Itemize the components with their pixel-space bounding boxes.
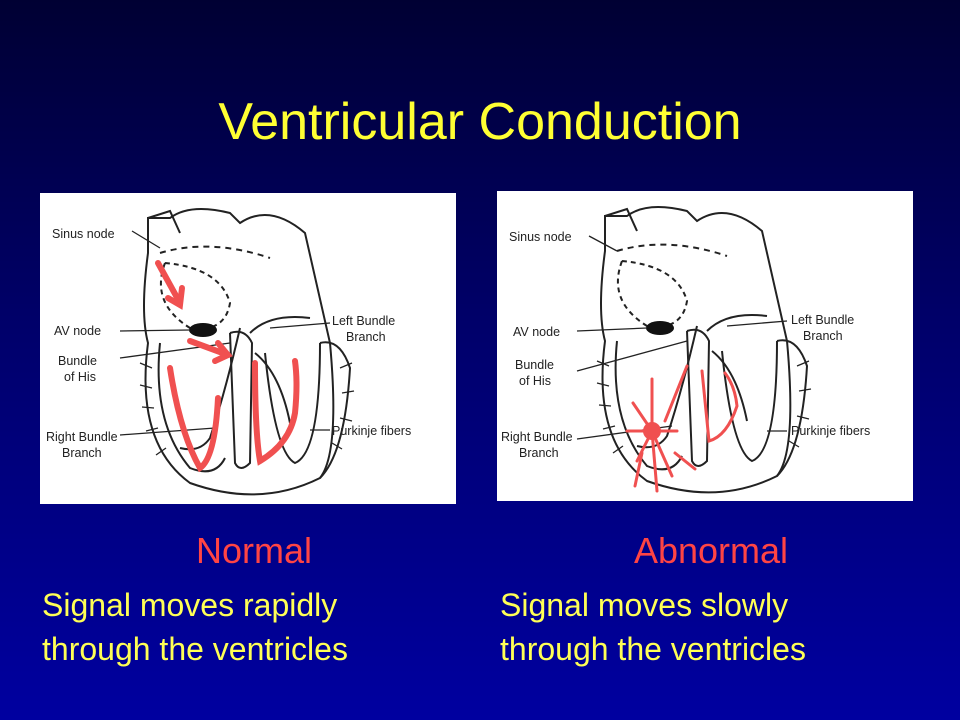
normal-heart-svg: Sinus node AV node Bundle of His Right B…: [46, 208, 411, 496]
abnormal-description: Signal moves slowly through the ventricl…: [500, 583, 930, 671]
label-pointers: [576, 235, 788, 440]
label-purkinje: Purkinje fibers: [332, 424, 411, 438]
label-sinus-node: Sinus node: [52, 227, 115, 241]
slide-title: Ventricular Conduction: [218, 93, 742, 151]
label-right-bundle-2: Branch: [519, 446, 559, 460]
label-av-node: AV node: [54, 324, 101, 338]
normal-heading: Normal: [195, 530, 312, 571]
label-sinus-node: Sinus node: [509, 230, 572, 244]
abnormal-description-line2: through the ventricles: [500, 631, 806, 667]
ectopic-focus-burst: [643, 422, 661, 440]
label-right-bundle-2: Branch: [62, 446, 102, 460]
abnormal-heading: Abnormal: [633, 530, 789, 571]
label-bundle-2: of His: [64, 370, 96, 384]
label-left-bundle-1: Left Bundle: [791, 313, 854, 327]
abnormal-heart-svg: Sinus node AV node Bundle of His Right B…: [501, 206, 870, 494]
label-av-node: AV node: [513, 325, 560, 339]
label-purkinje: Purkinje fibers: [791, 424, 870, 438]
diagram-labels: Sinus node AV node Bundle of His Right B…: [501, 230, 870, 460]
label-bundle-1: Bundle: [515, 358, 554, 372]
abnormal-description-line1: Signal moves slowly: [500, 587, 789, 623]
diagram-labels: Sinus node AV node Bundle of His Right B…: [46, 227, 411, 460]
label-left-bundle-1: Left Bundle: [332, 314, 395, 328]
label-bundle-1: Bundle: [58, 354, 97, 368]
normal-description: Signal moves rapidly through the ventric…: [42, 583, 472, 671]
heart-outline: [600, 206, 809, 494]
label-right-bundle-1: Right Bundle: [501, 430, 573, 444]
av-node-shape: [646, 321, 674, 335]
label-right-bundle-1: Right Bundle: [46, 430, 118, 444]
normal-heart-diagram: Sinus node AV node Bundle of His Right B…: [40, 193, 456, 504]
heart-outline: [143, 208, 352, 496]
av-node-shape: [189, 323, 217, 337]
label-left-bundle-2: Branch: [803, 329, 843, 343]
abnormal-heart-diagram: Sinus node AV node Bundle of His Right B…: [497, 191, 913, 501]
normal-description-line2: through the ventricles: [42, 631, 348, 667]
label-left-bundle-2: Branch: [346, 330, 386, 344]
label-pointers: [119, 230, 331, 436]
normal-description-line1: Signal moves rapidly: [42, 587, 338, 623]
normal-signal-arrows: [155, 260, 300, 473]
label-bundle-2: of His: [519, 374, 551, 388]
purkinje-ticks: [139, 362, 355, 456]
